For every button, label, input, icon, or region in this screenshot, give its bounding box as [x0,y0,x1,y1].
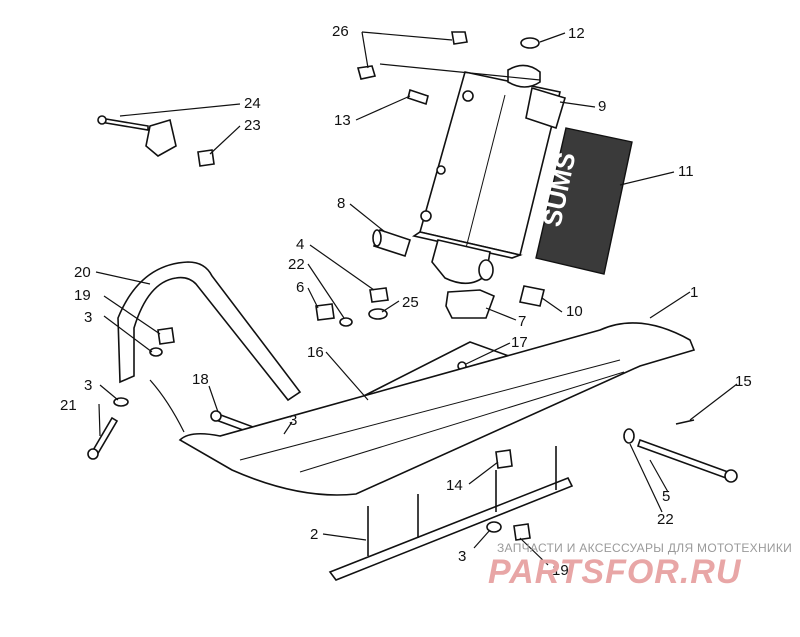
callout-24: 24 [244,95,261,112]
bolt-5-part [636,438,738,483]
washer-22b-part [623,428,635,444]
ski-part [178,322,696,496]
pin-15-part [675,419,695,425]
callout-16: 16 [307,344,324,361]
callout-11: 11 [678,163,694,180]
bushing-8-part [372,228,411,258]
callout-25: 25 [402,294,419,311]
callout-1: 1 [690,284,698,301]
washer-3d-part [486,521,502,533]
callout-12: 12 [568,25,585,42]
bolt-21-part [87,416,119,460]
callout-19: 19 [74,287,91,304]
callout-8: 8 [337,195,345,212]
clip-23-part [145,118,177,157]
nut-6-part [315,303,335,321]
callout-15: 15 [735,373,752,390]
callout-3: 3 [458,548,466,565]
callout-6: 6 [296,279,304,296]
washer-22a-part [339,317,353,327]
callout-3: 3 [84,377,92,394]
callout-13: 13 [334,112,351,129]
callout-3: 3 [289,412,297,429]
decal-part: SUMS [535,127,633,275]
block-7-part [445,289,496,319]
callout-21: 21 [60,397,77,414]
ski-handle-part [117,261,302,402]
cap-12-part [520,37,540,49]
callout-26: 26 [332,23,349,40]
nut-26a-part [451,31,468,45]
callout-10: 10 [566,303,583,320]
nut-19b-part [513,523,531,541]
watermark-logo: PARTSFOR.RU [488,553,742,591]
leader-lines [95,31,738,566]
bolt-13-part [407,88,429,106]
callout-22: 22 [288,256,305,273]
callout-22: 22 [657,511,674,528]
nut-19a-part [157,327,175,345]
callout-23: 23 [244,117,261,134]
callout-3: 3 [84,309,92,326]
wear-bar-part [328,446,574,581]
callout-14: 14 [446,477,463,494]
callout-5: 5 [662,488,670,505]
bushing-10-part [519,285,545,307]
callout-labels: 1 2 3 3 3 3 4 5 6 7 8 9 10 11 12 13 14 1… [60,23,752,579]
shock-absorber-part [412,64,566,285]
callout-9: 9 [598,98,606,115]
callout-7: 7 [518,313,526,330]
nut-26b-part [356,65,377,80]
spacer-14-part [495,449,513,469]
callout-4: 4 [296,236,304,253]
callout-2: 2 [310,526,318,543]
watermark-tagline: ЗАПЧАСТИ И АКСЕССУАРЫ ДЛЯ МОТОТЕХНИКИ [497,541,793,555]
callout-20: 20 [74,264,91,281]
callout-17: 17 [511,334,528,351]
nut-4-part [369,287,389,303]
callout-18: 18 [192,371,209,388]
washer-3a-part [113,397,129,407]
bolt-24-part [97,115,149,131]
callout-19: 19 [552,562,569,579]
washer-3c-part [149,347,163,357]
